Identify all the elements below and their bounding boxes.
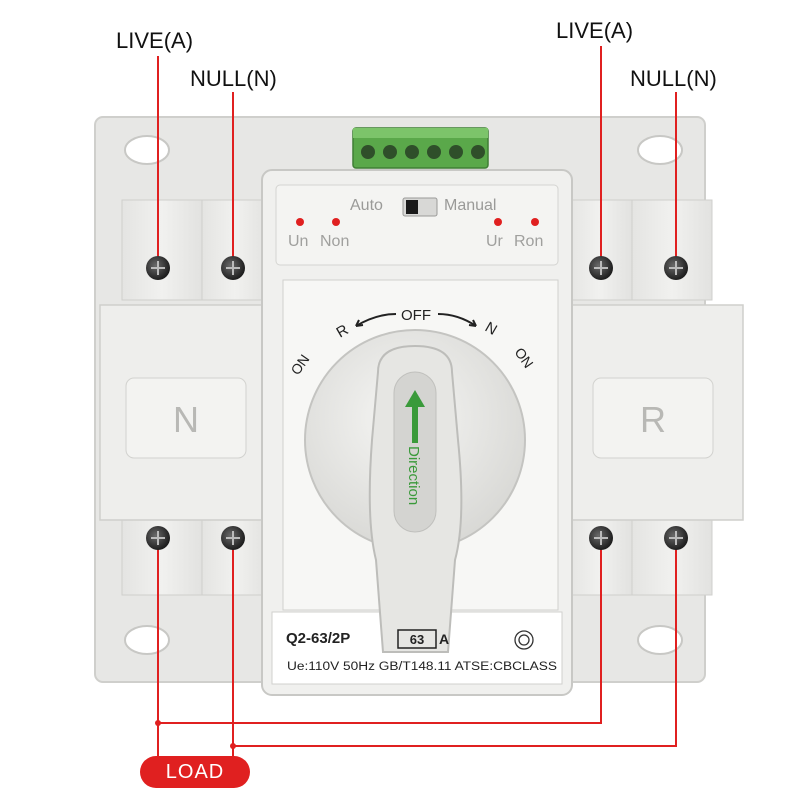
led-non-label: Non bbox=[320, 233, 349, 250]
mode-auto-label: Auto bbox=[350, 197, 383, 214]
side-module-left bbox=[99, 304, 271, 521]
dial-off-label: OFF bbox=[401, 307, 431, 324]
screw-icon bbox=[221, 256, 245, 280]
wire-junctions bbox=[155, 720, 236, 749]
screw-icon bbox=[664, 256, 688, 280]
model-number: Q2-63/2P bbox=[286, 630, 350, 647]
label-live-right: LIVE(A) bbox=[556, 18, 634, 43]
rating-unit: A bbox=[439, 631, 449, 647]
dial-arrows bbox=[355, 313, 477, 327]
screw-icon bbox=[221, 526, 245, 550]
auto-manual-switch[interactable] bbox=[402, 197, 438, 217]
label-null-right: NULL(N) bbox=[630, 66, 717, 91]
led-ron bbox=[531, 218, 539, 226]
led-un-label: Un bbox=[288, 233, 308, 250]
wiring bbox=[157, 46, 677, 758]
label-live-left: LIVE(A) bbox=[116, 28, 194, 53]
side-module-right bbox=[567, 304, 744, 521]
screw-icon bbox=[589, 526, 613, 550]
rating-value: 63 bbox=[410, 632, 424, 647]
handle-direction-label: Direction bbox=[405, 446, 422, 505]
screw-icon bbox=[664, 526, 688, 550]
rating-box bbox=[397, 629, 437, 649]
screw-icon bbox=[146, 526, 170, 550]
screw-icon bbox=[589, 256, 613, 280]
label-null-left: NULL(N) bbox=[190, 66, 277, 91]
screw-icon bbox=[146, 256, 170, 280]
mode-manual-label: Manual bbox=[444, 197, 496, 214]
indicator-leds bbox=[296, 218, 539, 226]
direction-arrow-icon bbox=[405, 390, 425, 443]
selector-handle[interactable] bbox=[368, 344, 463, 653]
led-un bbox=[296, 218, 304, 226]
side-label-r: R bbox=[640, 399, 666, 440]
side-label-n: N bbox=[173, 399, 199, 440]
control-terminal-block bbox=[352, 127, 489, 169]
load-label: LOAD bbox=[140, 756, 250, 788]
ccc-certification-icon bbox=[514, 630, 534, 650]
led-ur bbox=[494, 218, 502, 226]
upper-terminal-housings bbox=[121, 199, 713, 301]
spec-line: Ue:110V 50Hz GB/T148.11 ATSE:CBCLASS bbox=[287, 661, 557, 673]
terminal-screws bbox=[146, 256, 688, 550]
led-ur-label: Ur bbox=[486, 233, 504, 250]
led-ron-label: Ron bbox=[514, 233, 543, 250]
led-non bbox=[332, 218, 340, 226]
